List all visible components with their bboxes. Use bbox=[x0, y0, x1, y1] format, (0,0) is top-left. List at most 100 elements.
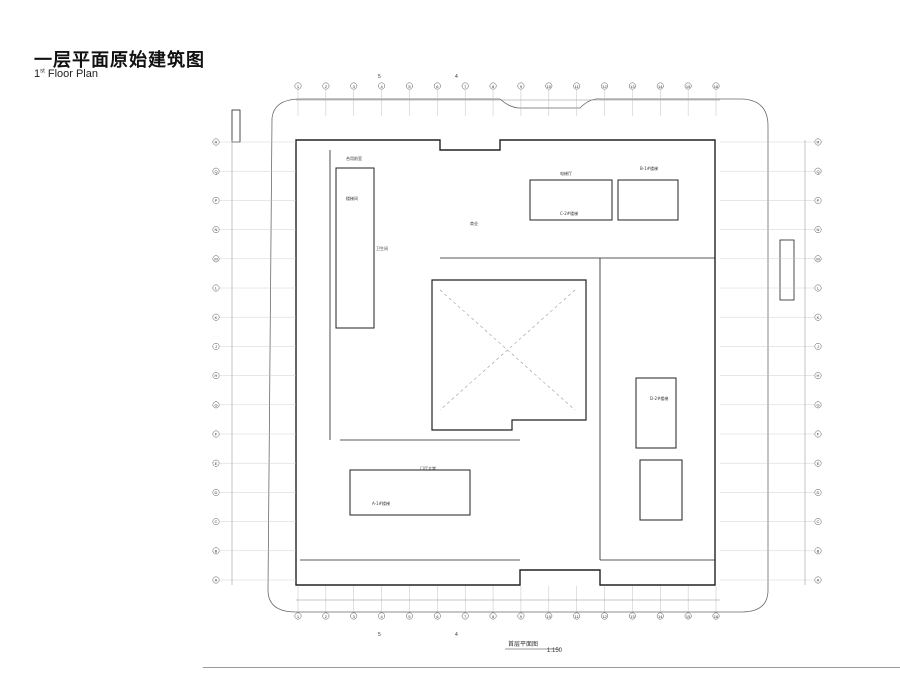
grid-bubble-row bbox=[814, 518, 822, 526]
grid-bubble-col bbox=[350, 82, 358, 90]
grid-label-col: 10 bbox=[547, 84, 552, 89]
grid-label-row: N bbox=[215, 227, 218, 232]
page-subtitle: 1st Floor Plan bbox=[34, 68, 98, 80]
grid-bubble-col bbox=[433, 82, 441, 90]
subtitle-sup: st bbox=[40, 68, 45, 75]
grid-label-col: 6 bbox=[436, 614, 439, 619]
grid-bubble-col bbox=[628, 82, 636, 90]
room-label: C-2#楼梯 bbox=[560, 210, 578, 216]
grid-bubble-col bbox=[684, 612, 692, 620]
core-south bbox=[349, 469, 471, 516]
site-boundary bbox=[267, 98, 769, 613]
grid-bubble-row bbox=[212, 342, 220, 350]
grid-label-col: 13 bbox=[630, 84, 635, 89]
grid-label-col: 16 bbox=[714, 614, 719, 619]
grid-bubble-row bbox=[814, 313, 822, 321]
grid-bubble-row bbox=[212, 372, 220, 380]
grid-bubble-row bbox=[212, 576, 220, 584]
grid-bubble-col bbox=[656, 612, 664, 620]
grid-label-col: 4 bbox=[380, 84, 383, 89]
grid-label-row: H bbox=[215, 373, 218, 378]
bottom-rule bbox=[203, 667, 900, 668]
grid-label-col: 1 bbox=[297, 84, 300, 89]
section-mark: 5 bbox=[378, 632, 381, 638]
grid-bubble-col bbox=[322, 82, 330, 90]
grid-bubble-col bbox=[489, 612, 497, 620]
grid-bubble-row bbox=[212, 313, 220, 321]
subtitle-ordinal: 1 bbox=[34, 68, 41, 80]
grid-label-row: L bbox=[817, 286, 820, 291]
grid-label-col: 7 bbox=[464, 614, 467, 619]
building-outline bbox=[295, 139, 716, 586]
grid-label-col: 15 bbox=[686, 84, 691, 89]
grid-label-row: B bbox=[215, 548, 218, 553]
grid-bubble-row bbox=[814, 226, 822, 234]
subtitle-rest: Floor Plan bbox=[44, 68, 98, 80]
grid-bubble-row bbox=[212, 138, 220, 146]
room-label: 楼梯间 bbox=[346, 195, 358, 201]
grid-label-row: R bbox=[817, 140, 820, 145]
grid-label-col: 15 bbox=[686, 614, 691, 619]
grid-label-row: M bbox=[214, 256, 217, 261]
grid-bubble-row bbox=[814, 430, 822, 438]
room-label: A-1#楼梯 bbox=[372, 500, 390, 506]
grid-label-row: C bbox=[215, 519, 218, 524]
grid-label-row: A bbox=[817, 578, 820, 583]
grid-label-col: 12 bbox=[602, 614, 607, 619]
grid-bubble-col bbox=[294, 612, 302, 620]
grid-label-row: P bbox=[817, 198, 820, 203]
grid-bubble-col bbox=[601, 82, 608, 90]
grid-bubble-row bbox=[212, 459, 220, 467]
grid-bubble-row bbox=[814, 284, 822, 292]
grid-label-row: H bbox=[817, 373, 820, 378]
grid-label-col: 12 bbox=[602, 84, 607, 89]
grid-label-row: R bbox=[215, 140, 218, 145]
grid-label-row: F bbox=[215, 432, 218, 437]
grid-bubble-col bbox=[461, 82, 469, 90]
core-nw bbox=[335, 167, 375, 329]
grid-label-col: 5 bbox=[408, 614, 411, 619]
grid-label-row: C bbox=[817, 519, 820, 524]
grid-label-row: G bbox=[816, 402, 819, 407]
grid-bubble-col bbox=[350, 612, 358, 620]
grid-label-row: N bbox=[817, 227, 820, 232]
grid-label-row: Q bbox=[816, 169, 819, 174]
grid-bubble-col bbox=[712, 612, 720, 620]
grid-bubble-row bbox=[814, 196, 822, 204]
room-label: B-1#楼梯 bbox=[640, 165, 658, 171]
grid-bubble-row bbox=[814, 401, 822, 409]
core-north-2 bbox=[617, 179, 679, 221]
grid-label-col: 2 bbox=[325, 614, 328, 619]
grid-label-row: L bbox=[215, 286, 218, 291]
grid-label-row: A bbox=[215, 578, 218, 583]
grid-bubble-col bbox=[573, 82, 581, 90]
grid-label-row: G bbox=[214, 402, 217, 407]
section-mark: 4 bbox=[455, 632, 458, 638]
grid-bubble-col bbox=[545, 82, 553, 90]
grid-label-row: P bbox=[215, 198, 218, 203]
grid-bubble-col bbox=[489, 82, 497, 90]
grid-bubble-col bbox=[378, 612, 386, 620]
grid-label-col: 11 bbox=[575, 614, 580, 619]
grid-bubble-col bbox=[517, 612, 525, 620]
grid-bubble-row bbox=[212, 255, 220, 263]
grid-bubble-col bbox=[406, 82, 413, 90]
page-title: 一层平面原始建筑图 bbox=[34, 50, 205, 71]
grid-label-row: D bbox=[215, 490, 218, 495]
grid-bubble-col bbox=[378, 82, 386, 90]
grid-bubble-row bbox=[814, 342, 822, 350]
room-label: 门厅大堂 bbox=[420, 465, 436, 471]
core-east bbox=[635, 377, 677, 449]
grid-label-col: 4 bbox=[380, 614, 383, 619]
grid-label-col: 9 bbox=[520, 84, 523, 89]
core-se bbox=[639, 459, 683, 521]
grid-bubble-col bbox=[601, 612, 608, 620]
grid-bubble-col bbox=[712, 82, 720, 90]
grid-label-row: F bbox=[817, 432, 820, 437]
drawing-scale: 1:150 bbox=[547, 648, 563, 654]
grid-label-row: K bbox=[817, 315, 820, 320]
grid-label-col: 2 bbox=[325, 84, 328, 89]
grid-bubble-row bbox=[814, 547, 822, 555]
grid-label-col: 16 bbox=[714, 84, 719, 89]
